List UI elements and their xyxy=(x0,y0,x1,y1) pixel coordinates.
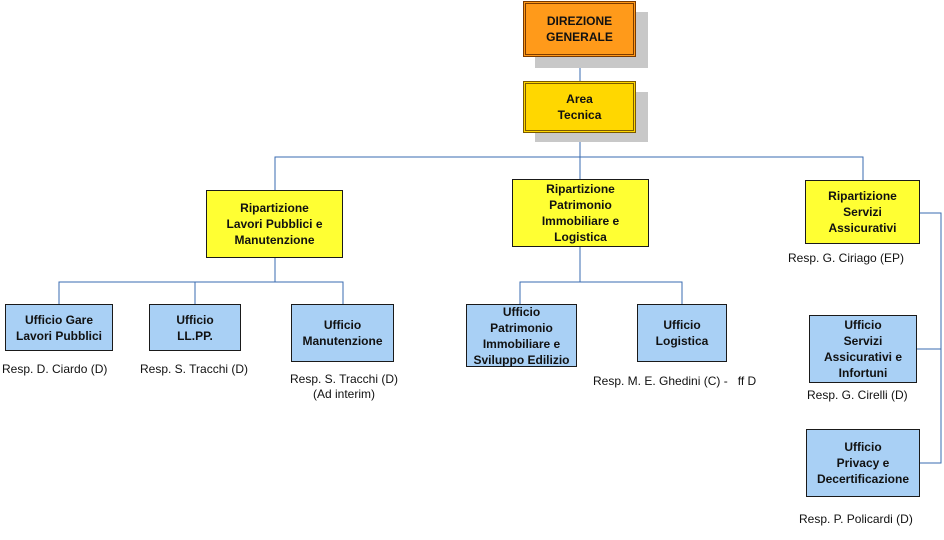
direzione-label: DIREZIONE GENERALE xyxy=(546,14,613,44)
connector-lavori-gare xyxy=(58,258,276,304)
ufficio-manutenzione-label: Ufficio Manutenzione xyxy=(302,318,383,348)
ufficio-privacy-box: Ufficio Privacy e Decertificazione xyxy=(806,429,920,497)
ufficio-llpp-label: Ufficio LL.PP. xyxy=(176,312,214,343)
ufficio-gare-resp: Resp. D. Ciardo (D) xyxy=(2,362,108,376)
ufficio-gare-label: Ufficio Gare Lavori Pubblici xyxy=(15,312,102,343)
ripartizione-servizi-label: Ripartizione Servizi Assicurativi xyxy=(828,189,897,235)
ripartizione-patrimonio-label: Ripartizione Patrimonio Immobiliare e Lo… xyxy=(541,182,620,244)
connector-lavori-manutenzione xyxy=(275,281,344,304)
area-tecnica-box: Area Tecnica xyxy=(523,81,636,133)
ripartizione-lavori-box: Ripartizione Lavori Pubblici e Manutenzi… xyxy=(206,190,343,258)
ripartizione-lavori-label: Ripartizione Lavori Pubblici e Manutenzi… xyxy=(226,201,323,247)
connector-patrimonio-logistica xyxy=(580,281,683,304)
ufficio-logistica-resp: Resp. M. E. Ghedini (C) - ff D xyxy=(593,374,757,388)
ufficio-servizi-assicurativi-label: Ufficio Servizi Assicurativi e Infortuni xyxy=(823,318,903,380)
ripartizione-servizi-box: Ripartizione Servizi Assicurativi xyxy=(805,180,920,244)
ufficio-llpp-box: Ufficio LL.PP. xyxy=(149,304,241,351)
connector-patrimonio-uff xyxy=(519,247,581,304)
ufficio-manutenzione-resp: Resp. S. Tracchi (D) (Ad interim) xyxy=(289,372,399,401)
ufficio-privacy-resp: Resp. P. Policardi (D) xyxy=(799,512,913,526)
ufficio-manutenzione-box: Ufficio Manutenzione xyxy=(291,304,394,362)
ufficio-gare-box: Ufficio Gare Lavori Pubblici xyxy=(5,304,113,351)
ufficio-privacy-label: Ufficio Privacy e Decertificazione xyxy=(816,440,910,486)
ripartizione-patrimonio-box: Ripartizione Patrimonio Immobiliare e Lo… xyxy=(512,179,649,247)
connector-servizi-trunk xyxy=(920,212,942,464)
ripartizione-servizi-resp: Resp. G. Ciriago (EP) xyxy=(788,251,905,265)
area-label: Area Tecnica xyxy=(557,92,602,122)
ufficio-servizi-assicurativi-resp: Resp. G. Cirelli (D) xyxy=(807,388,908,402)
ufficio-patrimonio-label: Ufficio Patrimonio Immobiliare e Svilupp… xyxy=(473,304,570,367)
ufficio-llpp-resp: Resp. S. Tracchi (D) xyxy=(140,362,249,376)
ufficio-logistica-box: Ufficio Logistica xyxy=(637,304,727,362)
direzione-generale-box: DIREZIONE GENERALE xyxy=(523,1,636,57)
ufficio-logistica-label: Ufficio Logistica xyxy=(655,318,709,348)
ufficio-patrimonio-box: Ufficio Patrimonio Immobiliare e Svilupp… xyxy=(466,304,577,367)
connector-branch-horizontal xyxy=(274,156,864,190)
ufficio-servizi-assicurativi-box: Ufficio Servizi Assicurativi e Infortuni xyxy=(809,315,917,383)
